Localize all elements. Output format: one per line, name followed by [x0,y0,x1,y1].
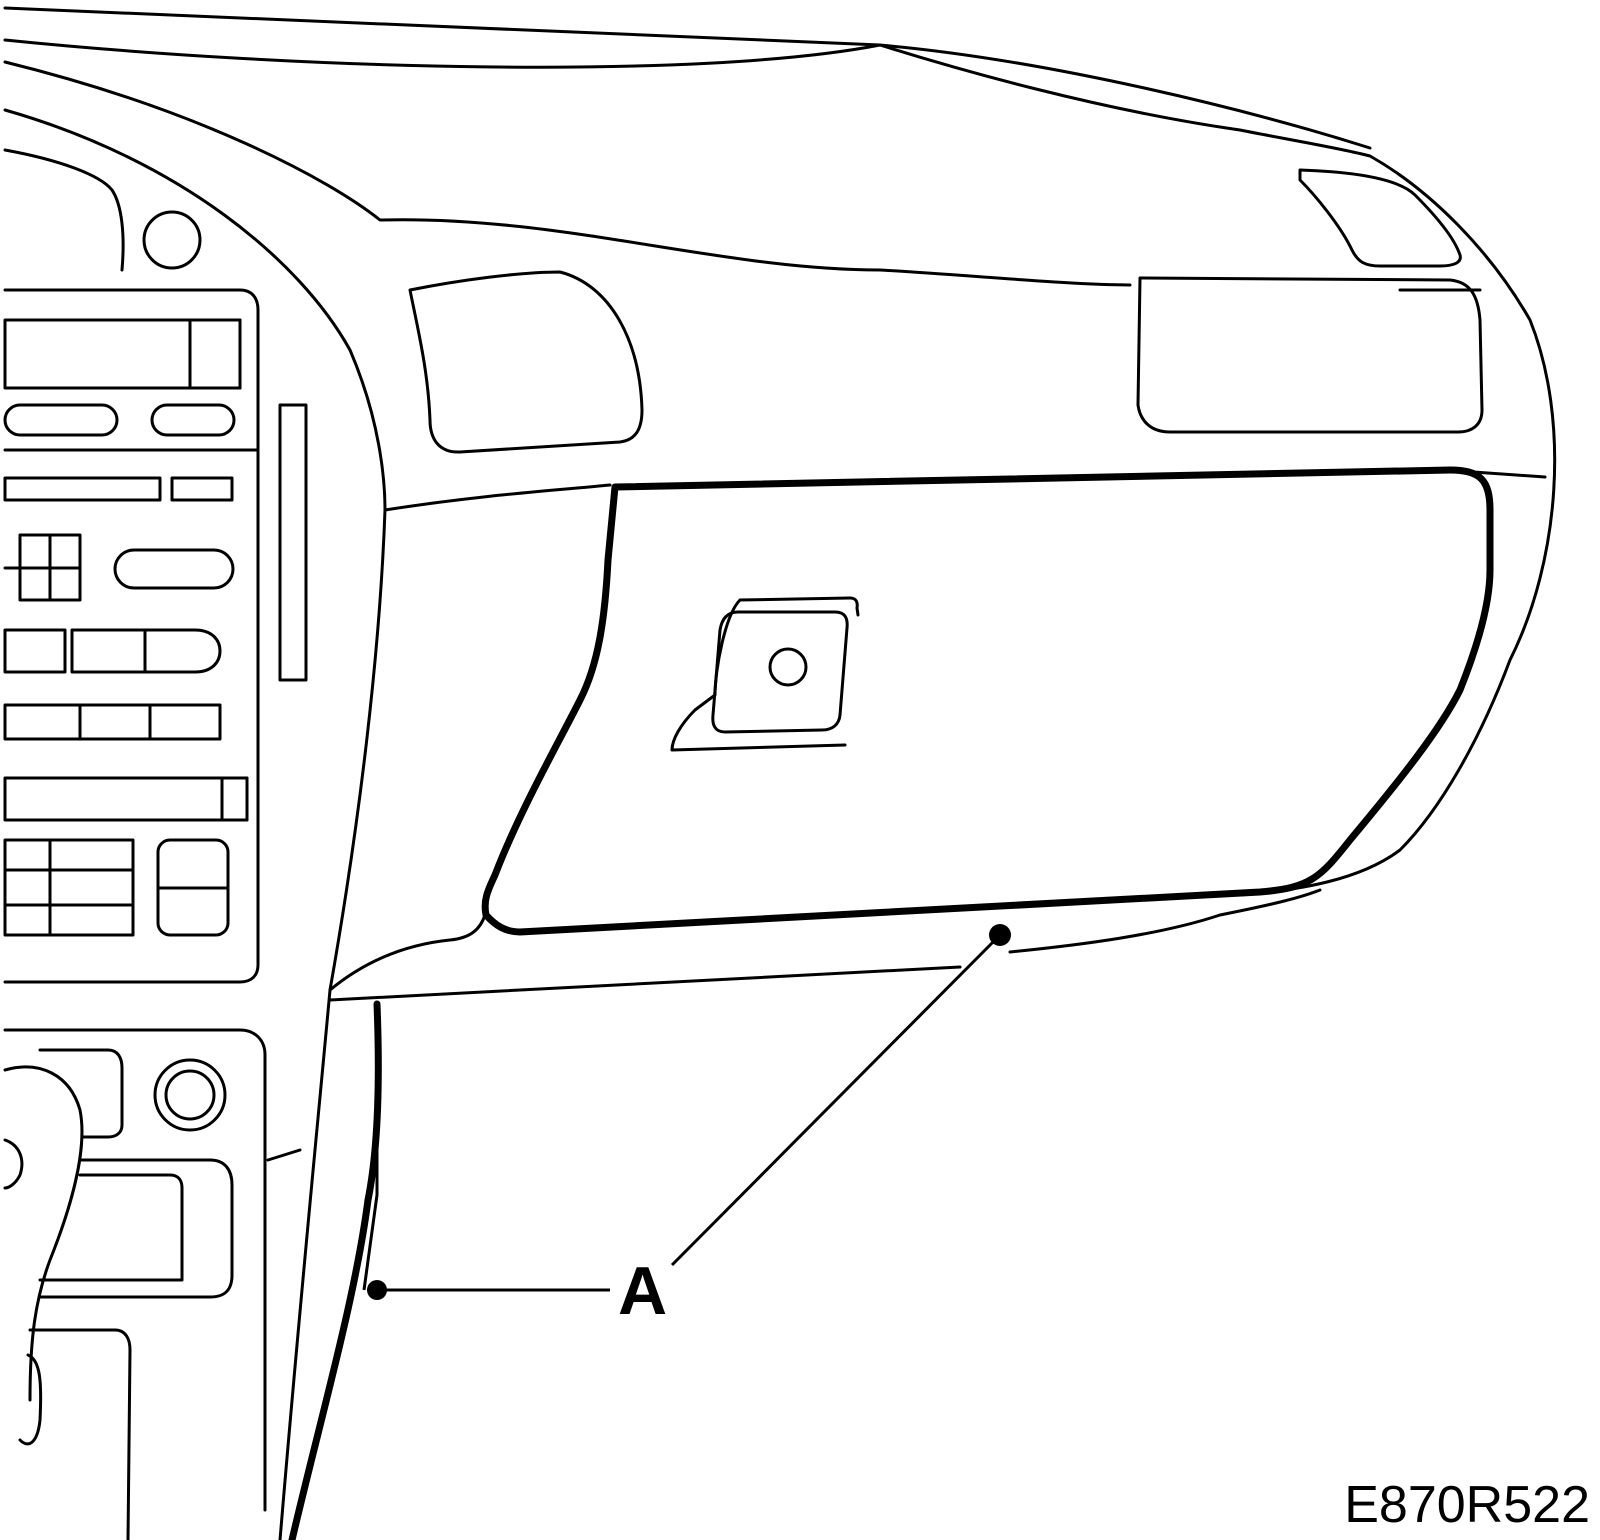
lower-console [3,1028,267,1540]
center-pillar [266,508,487,1540]
dashboard-lower-edge [328,888,1322,1002]
callout-a-leader-diagonal [670,933,1002,1267]
callout-a-dot-pillar [367,1280,387,1300]
left-air-vent [408,270,644,454]
dashboard-top-outline [3,6,1557,897]
right-air-vent [1136,276,1484,434]
side-air-vent [1298,168,1462,268]
callout-a: A [288,924,1011,1540]
figure-id: E870R522 [1344,1476,1590,1534]
glove-box-outline [481,466,1494,936]
glove-box-latch [670,596,860,752]
callout-a-dot-glovebox [989,924,1011,946]
callout-a-label: A [618,1253,667,1329]
center-console [3,148,308,984]
